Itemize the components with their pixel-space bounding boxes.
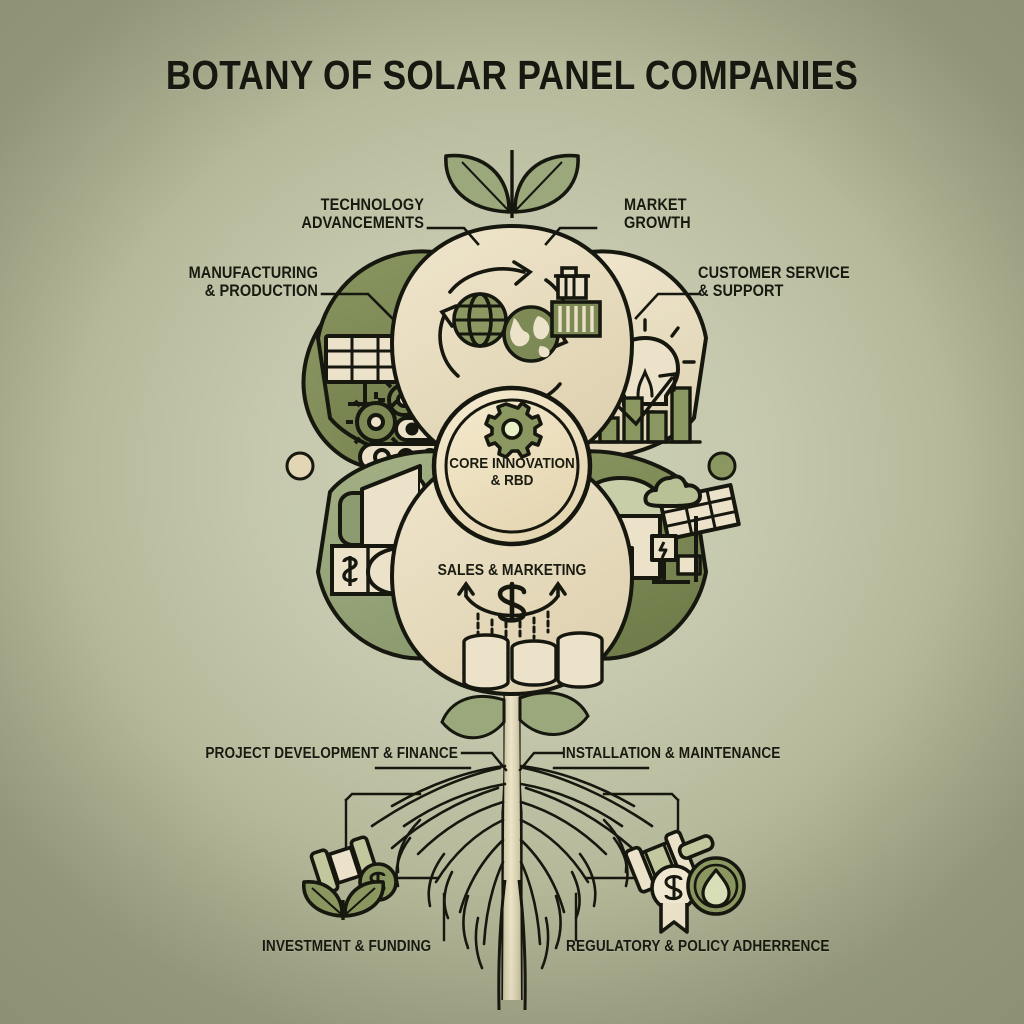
leader-manufacturing xyxy=(320,292,394,320)
gavel-compliance-icon xyxy=(624,829,746,934)
petal-callout-lines xyxy=(320,226,702,320)
gear-icon xyxy=(484,401,543,459)
label-regulatory-policy-adherrence[interactable]: REGULATORY & POLICY ADHERRENCE xyxy=(566,938,830,955)
label-manufacturing-production[interactable]: MANUFACTURING & PRODUCTION xyxy=(188,264,318,301)
seedling-coin-icon xyxy=(302,835,398,920)
stem-leaf-left xyxy=(440,694,506,740)
label-installation-maintenance[interactable]: INSTALLATION & MAINTENANCE xyxy=(562,745,781,762)
leader-market-growth xyxy=(544,226,598,246)
stem-leaf-right xyxy=(518,691,590,736)
label-core-innovation[interactable]: CORE INNOVATION & RBD xyxy=(449,455,575,490)
earth-icon xyxy=(502,305,560,363)
shipping-container-icon xyxy=(550,266,602,338)
leader-technology xyxy=(426,226,480,246)
label-technology-advancements[interactable]: TECHNOLOGY ADVANCEMENTS xyxy=(301,196,424,233)
dot-mid-right xyxy=(707,451,737,481)
lightbulb-growth-chart-icon xyxy=(588,318,702,444)
page-title: BOTANY OF SOLAR PANEL COMPANIES xyxy=(165,52,859,98)
petal-technology-advancements[interactable] xyxy=(390,224,634,474)
leader-project-development xyxy=(460,751,508,772)
coin-stacks-growth-icon xyxy=(457,580,604,691)
globe-grid-icon xyxy=(452,292,508,348)
label-customer-service-support[interactable]: CUSTOMER SERVICE & SUPPORT xyxy=(698,264,850,301)
plant-stem-and-roots xyxy=(370,672,654,1011)
leader-customer-service xyxy=(634,292,702,320)
seedling-icon xyxy=(302,880,385,920)
leader-regulatory-a xyxy=(602,792,680,802)
label-market-growth[interactable]: MARKET GROWTH xyxy=(624,196,691,233)
two-leaf-sprout-icon xyxy=(444,150,580,218)
dot-mid-left xyxy=(285,451,315,481)
leader-installation-maintenance xyxy=(518,751,564,772)
water-drop-coin-icon xyxy=(686,856,746,916)
dollar-badge-ribbon-icon xyxy=(650,864,698,934)
leader-investment-funding-a xyxy=(344,792,422,802)
global-supply-cycle-icon xyxy=(438,260,602,416)
label-investment-funding[interactable]: INVESTMENT & FUNDING xyxy=(262,938,432,955)
label-sales-marketing[interactable]: SALES & MARKETING xyxy=(437,562,587,579)
core-innovation-node[interactable] xyxy=(431,385,593,547)
coin-stack-icon xyxy=(462,631,604,691)
label-project-development-finance[interactable]: PROJECT DEVELOPMENT & FINANCE xyxy=(205,745,458,762)
